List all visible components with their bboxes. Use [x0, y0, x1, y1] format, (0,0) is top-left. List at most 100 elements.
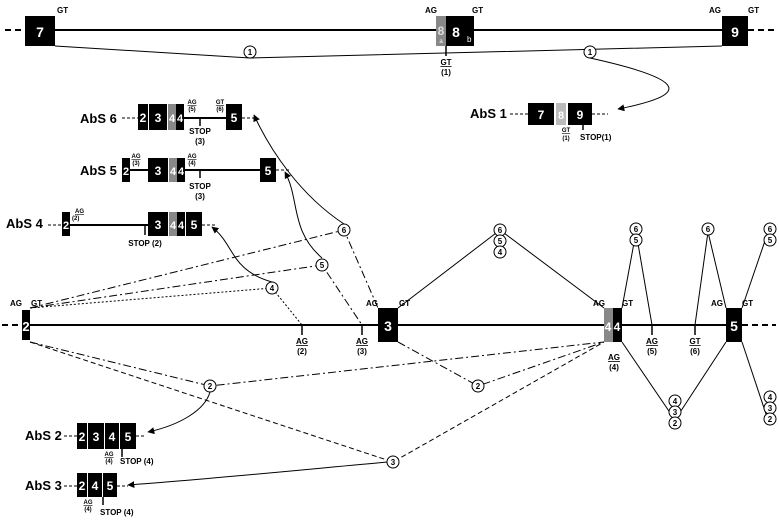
abs5-ag2: AG	[188, 154, 197, 160]
exon-7	[25, 16, 55, 46]
bg-exon-3-label: 3	[384, 318, 392, 334]
bg-gt-2: GT	[31, 299, 42, 308]
abs5-exon5: 5	[265, 164, 272, 178]
abs6-exon4b: 4	[177, 113, 184, 125]
abs5-ag2-n: (4)	[188, 161, 195, 167]
marker-2: 2	[208, 382, 213, 391]
abs5-ag: AG	[132, 154, 141, 160]
exon-8a-sub: a	[439, 39, 443, 45]
abs1-label: AbS 1	[470, 106, 507, 121]
gt-label-9: GT	[748, 6, 759, 15]
abs3-label: AbS 3	[25, 478, 62, 493]
abs6-exon5: 5	[231, 111, 238, 125]
marker-2b: 2	[476, 382, 481, 391]
ag-label-9: AG	[709, 6, 721, 15]
marker-2-bot: 2	[673, 419, 678, 428]
abs4-label: AbS 4	[6, 216, 44, 231]
marker-5-e4: 5	[634, 236, 639, 245]
abs4-exon4b: 4	[178, 220, 185, 232]
exon-8-label: 8	[452, 24, 460, 40]
bg-exon-4a	[604, 308, 613, 342]
path-markers: 4 5 6 2 2 3 6 5 4 6 5 6 6 5 4 3 2 4 3 2	[203, 222, 777, 469]
exon-8b-sub: b	[467, 35, 472, 44]
bg-exon-3	[378, 308, 398, 342]
marker-5: 5	[320, 261, 325, 270]
bg-gt6-n: (6)	[690, 347, 700, 356]
abs3-ag: AG	[84, 500, 93, 506]
bg-exon-4	[613, 308, 622, 342]
abs4-ag: AG	[75, 209, 84, 215]
marker-6-top: 6	[498, 226, 503, 235]
abs6-ag: AG	[188, 100, 197, 106]
bg-ag4: AG	[608, 353, 620, 362]
bg-ag3-n: (3)	[357, 347, 367, 356]
abs5-stop: STOP	[189, 182, 211, 191]
abs6-gt-n: (6)	[216, 107, 223, 113]
marker-4-rb: 4	[768, 393, 773, 402]
abs5-exon4a: 4	[170, 166, 177, 178]
bg-ag2: AG	[296, 337, 308, 346]
abs5-exon4b: 4	[178, 166, 185, 178]
bg-ag-4: AG	[593, 299, 605, 308]
bg-ag5: AG	[646, 337, 658, 346]
abs1-transcript: AbS 1 7 8 9 GT (1) STOP(1)	[470, 103, 612, 142]
abs3-transcript: AbS 3 2 4 5 AG (4) STOP (4)	[25, 473, 134, 517]
abs3-exon2: 2	[79, 479, 86, 493]
marker-3: 3	[391, 458, 396, 467]
abs2-transcript: AbS 2 2 3 4 5 AG (4) STOP (4)	[25, 423, 154, 466]
abs3-exon5: 5	[107, 479, 114, 493]
abs4-stop: STOP (2)	[128, 239, 162, 248]
abs1-exon8: 8	[558, 110, 564, 122]
abs1-exon9: 9	[577, 108, 584, 122]
abs5-transcript: AbS 5 2 3 4 4 5 AG (3) AG (4) STOP (3)	[80, 154, 290, 201]
path-1-marker-b: 1	[588, 48, 593, 57]
bg-exon-4-label: 4	[614, 320, 621, 334]
abs2-ag-n: (4)	[105, 459, 112, 465]
bg-exon-2-label: 2	[22, 319, 29, 334]
top-gene: 7 GT 8 a 8 b AG GT 9 AG GT 1 1 GT (1)	[5, 6, 776, 112]
marker-4: 4	[270, 284, 275, 293]
bg-exon-4a-label: 4	[605, 320, 612, 334]
abs4-exon3: 3	[155, 218, 162, 232]
exon-9	[722, 16, 748, 46]
marker-5-r: 5	[768, 236, 773, 245]
bottom-gene: 2 AG GT 3 AG GT 4 4 AG GT 5 AG GT AG (2)…	[2, 299, 776, 372]
marker-6: 6	[342, 226, 347, 235]
exon-8a	[436, 16, 446, 46]
ag-label-8: AG	[425, 6, 437, 15]
abs2-stop: STOP (4)	[120, 457, 154, 466]
abs6-transcript: AbS 6 2 3 4 4 5 AG (5) GT (6) STOP (3)	[80, 100, 254, 146]
marker-4-bot: 4	[673, 397, 678, 406]
marker-3-rb: 3	[768, 404, 773, 413]
abs4-exon2: 2	[63, 220, 69, 232]
marker-2-rb: 2	[768, 415, 773, 424]
abs6-gt: GT	[216, 100, 225, 106]
bg-gt-5: GT	[742, 299, 753, 308]
abs3-exon4: 4	[92, 479, 99, 493]
abs5-stop-n: (3)	[195, 192, 205, 201]
marker-4-top: 4	[498, 248, 503, 257]
abs2-ag: AG	[105, 452, 114, 458]
abs4-exon4a: 4	[170, 220, 177, 232]
bg-ag4-n: (4)	[609, 363, 619, 372]
abs6-exon2: 2	[140, 111, 147, 125]
abs6-stop-n: (3)	[195, 137, 205, 146]
abs6-stop: STOP	[189, 127, 211, 136]
exon-7-label: 7	[36, 24, 44, 40]
abs6-exon3: 3	[155, 111, 162, 125]
abs6-exon4a: 4	[169, 113, 176, 125]
exon-9-label: 9	[731, 24, 739, 40]
abs1-exon7: 7	[538, 108, 545, 122]
abs2-exon3: 3	[93, 430, 100, 444]
abs6-ag-n: (5)	[188, 107, 195, 113]
marker-6-e4: 6	[634, 225, 639, 234]
abs3-ag-n: (4)	[84, 507, 91, 513]
abs2-label: AbS 2	[25, 428, 62, 443]
abs4-exon5: 5	[191, 218, 198, 232]
gt-label: GT	[57, 6, 68, 15]
abs3-stop: STOP (4)	[100, 508, 134, 517]
abs2-exon4: 4	[109, 430, 116, 444]
abs2-exon2: 2	[79, 430, 86, 444]
